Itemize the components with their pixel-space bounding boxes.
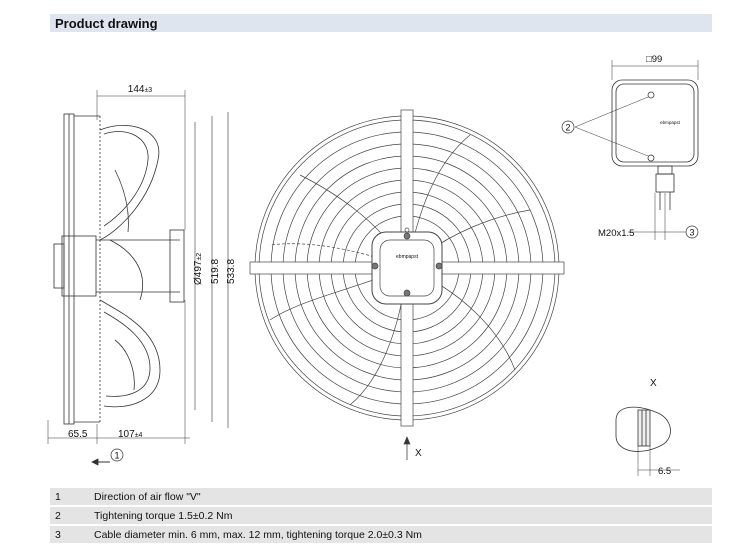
legend-text: Direction of air flow "V" [94,490,201,503]
legend-text: Tightening torque 1.5±0.2 Nm [94,509,233,522]
blade-upper [99,125,160,241]
legend-number: 1 [55,490,61,503]
legend-row: 1 Direction of air flow "V" [50,488,712,505]
legend-row: 2 Tightening torque 1.5±0.2 Nm [50,507,712,524]
terminal-box [574,60,699,240]
callout-1: 1 [110,448,124,462]
dim-thread: M20x1.5 [598,228,634,239]
section-title: Product drawing [55,16,158,31]
svg-text:1: 1 [114,451,119,461]
dim-detail-width: 6.5 [658,466,671,477]
callout-3: 3 [685,225,699,239]
detail-view-label: X [650,378,657,389]
blade-lower [99,299,161,408]
callout-2: 2 [561,120,575,134]
front-view [249,109,565,460]
dim-depth: 144±3 [128,84,153,95]
legend-row: 3 Cable diameter min. 6 mm, max. 12 mm, … [50,526,712,543]
svg-text:3: 3 [689,228,694,238]
dim-box-width: □99 [646,54,662,65]
legend-number: 2 [55,509,61,522]
motor-hub [61,235,97,297]
view-arrow-label: X [415,448,422,459]
box-outline [611,79,699,167]
legend-text: Cable diameter min. 6 mm, max. 12 mm, ti… [94,528,422,541]
legend-number: 3 [55,528,61,541]
section-header: Product drawing [50,14,712,32]
svg-text:2: 2 [565,123,570,133]
brand-label-box: ebmpapst [660,120,681,125]
brand-label-front: ebmpapst [396,254,419,260]
dim-height-1: 519.8 [210,259,221,284]
dim-bottom-mid: 107±4 [118,429,143,440]
side-view [47,90,229,466]
detail-view [615,406,680,476]
dim-height-2: 533.8 [226,259,237,284]
dim-bottom-left: 65.5 [68,429,88,440]
legend-table: 1 Direction of air flow "V" 2 Tightening… [50,488,712,545]
dim-diameter: Ø497±2 [193,253,204,285]
